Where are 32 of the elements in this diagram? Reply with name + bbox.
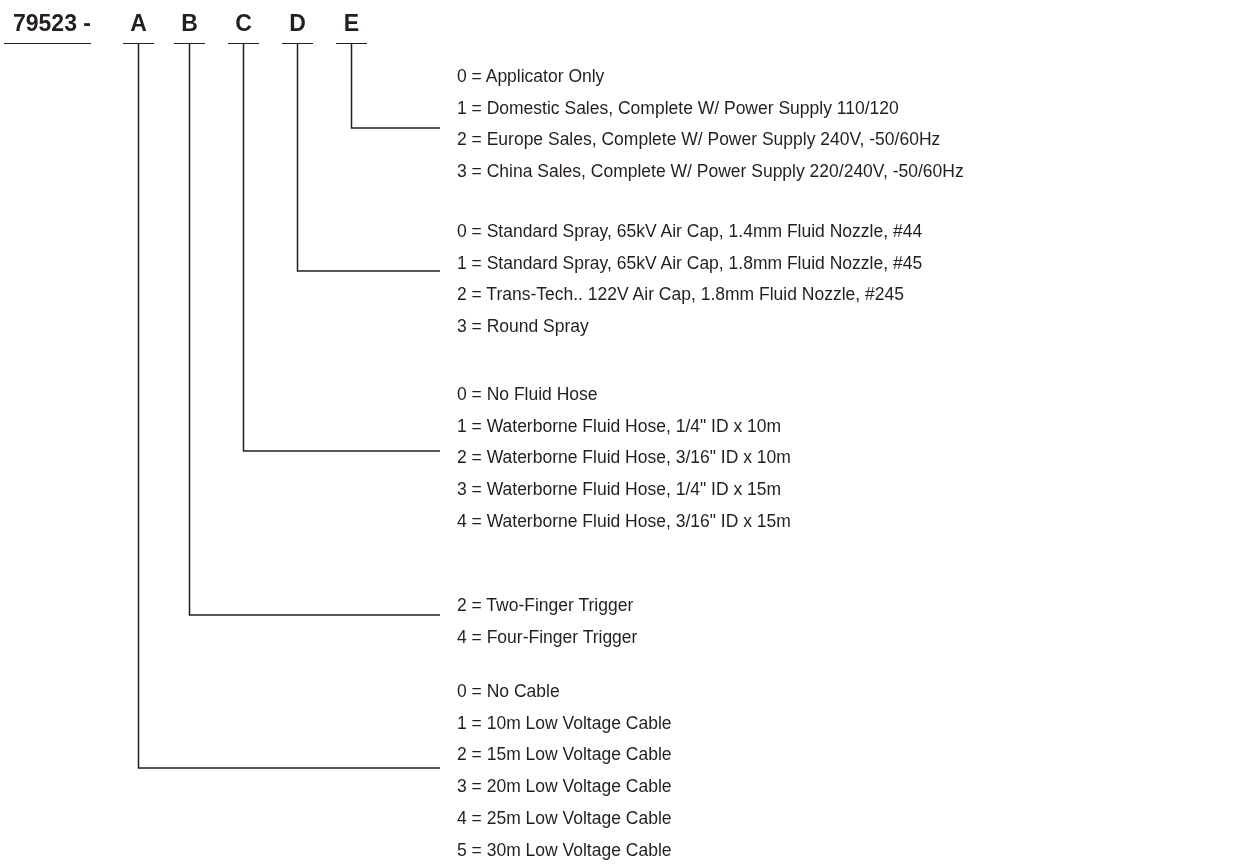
option-text: 3 = Round Spray [457, 315, 590, 339]
part-number: 79523 - [13, 9, 91, 37]
leader-line [350, 43, 441, 129]
option-text: 4 = 25m Low Voltage Cable [457, 806, 672, 830]
leader-line [242, 43, 441, 452]
option-text: 2 = Europe Sales, Complete W/ Power Supply 240V, -50/60Hz [457, 128, 942, 152]
option-text: 0 = Applicator Only [457, 65, 606, 88]
option-text: 2 = Two-Finger Trigger [457, 594, 635, 617]
option-text: 1 = Standard Spray, 65kV Air Cap, 1.8mm Fluid Nozzle, #45 [457, 251, 923, 275]
code-letter: B [174, 9, 205, 44]
option-text: 0 = No Cable [457, 680, 561, 703]
option-text: 2 = 15m Low Voltage Cable [457, 743, 672, 767]
option-text: 0 = No Fluid Hose [457, 383, 599, 406]
option-text: 3 = Waterborne Fluid Hose, 1/4" ID x 15m [457, 478, 783, 502]
option-text: 1 = Waterborne Fluid Hose, 1/4" ID x 10m [457, 414, 783, 438]
option-text: 5 = 30m Low Voltage Cable [457, 838, 672, 862]
option-text: 4 = Four-Finger Trigger [457, 625, 638, 649]
code-letter: A [123, 9, 154, 44]
option-text: 0 = Standard Spray, 65kV Air Cap, 1.4mm Fluid Nozzle, #44 [457, 220, 923, 243]
leader-line [137, 43, 441, 769]
option-text: 1 = 10m Low Voltage Cable [457, 711, 672, 735]
option-text: 2 = Trans-Tech.. 122V Air Cap, 1.8mm Fluid Nozzle, #245 [457, 283, 905, 307]
leader-line [188, 43, 441, 616]
leader-line [296, 43, 441, 272]
code-letter: C [228, 9, 259, 44]
code-letter: D [282, 9, 313, 44]
code-letter: E [336, 9, 367, 44]
option-text: 2 = Waterborne Fluid Hose, 3/16" ID x 10m [457, 446, 791, 470]
option-text: 3 = China Sales, Complete W/ Power Supply 220/240V, -50/60Hz [457, 160, 964, 184]
option-text: 3 = 20m Low Voltage Cable [457, 775, 672, 799]
option-text: 4 = Waterborne Fluid Hose, 3/16" ID x 15m [457, 509, 791, 533]
option-text: 1 = Domestic Sales, Complete W/ Power Supply 110/120 [457, 96, 900, 120]
